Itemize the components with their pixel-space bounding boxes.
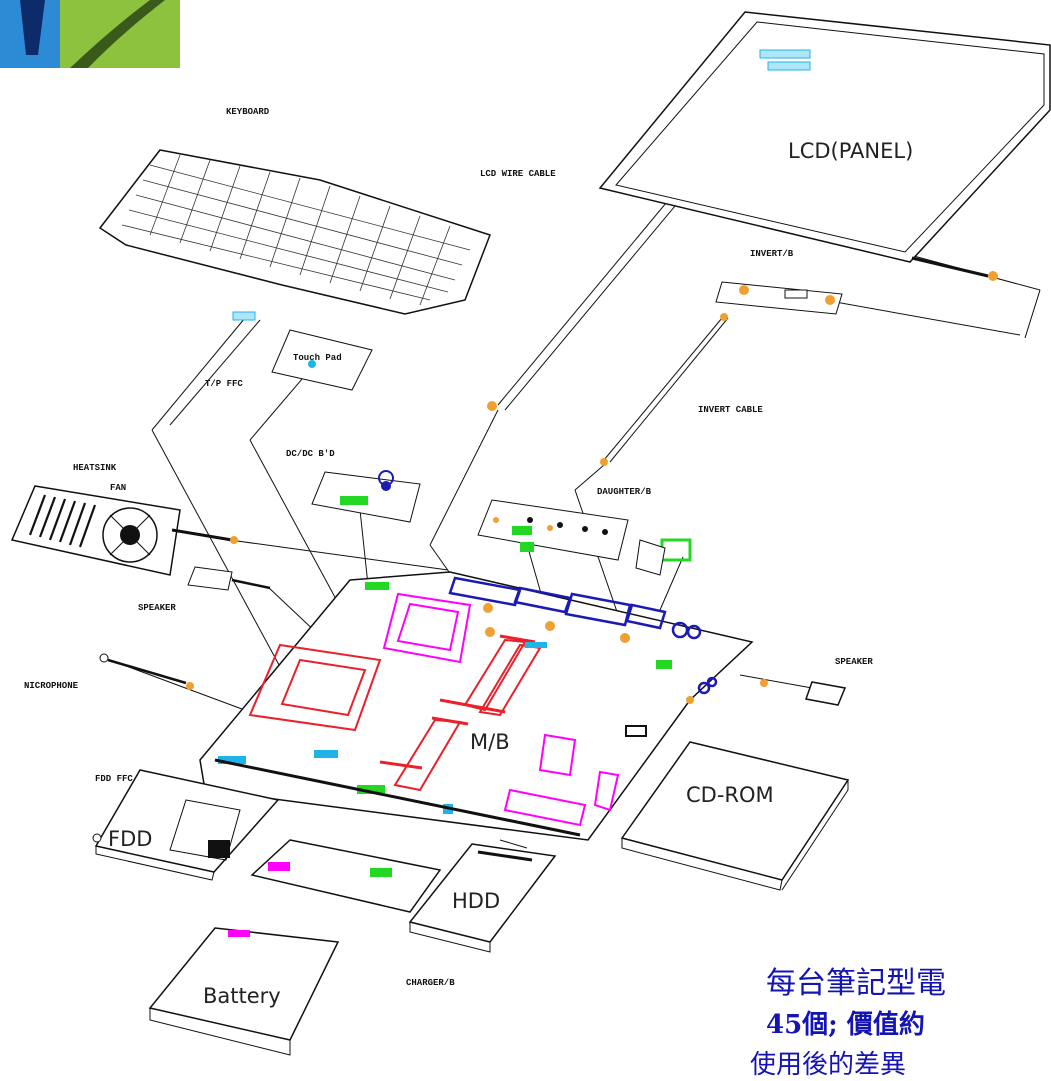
label-dcdc-board: DC/DC B'D (286, 449, 335, 459)
fdd (92, 769, 280, 881)
invert-board (715, 281, 843, 321)
heatsink-fan (10, 485, 238, 576)
label-hdd: HDD (452, 889, 500, 913)
charger-board (250, 839, 442, 913)
daughter-board (477, 499, 629, 561)
touch-pad (271, 329, 373, 391)
speaker-right (805, 681, 847, 706)
label-battery: Battery (203, 984, 281, 1008)
label-charger-board: CHARGER/B (406, 978, 455, 988)
label-tp-ffc: T/P FFC (205, 379, 243, 389)
label-cd-rom: CD-ROM (686, 783, 774, 807)
label-microphone: NICROPHONE (24, 681, 79, 691)
label-mainboard: M/B (470, 730, 510, 754)
corner-logo (0, 0, 180, 68)
label-daughter-board: DAUGHTER/B (597, 487, 652, 497)
caption-line-3: 使用後的差異 (750, 1050, 907, 1080)
battery (148, 927, 340, 1056)
labels: KEYBOARD LCD WIRE CABLE LCD(PANEL) INVER… (24, 107, 913, 1008)
label-invert-cable: INVERT CABLE (698, 405, 763, 415)
mainboard (199, 401, 768, 841)
caption-line-2: 45個; 價值約 (766, 1010, 925, 1040)
hdd (408, 843, 557, 953)
dcdc-board (311, 470, 421, 523)
label-invert-b: INVERT/B (750, 249, 794, 259)
label-fdd: FDD (108, 827, 152, 851)
caption-line-1: 每台筆記型電 (766, 966, 946, 1001)
label-lcd-panel: LCD(PANEL) (788, 139, 913, 163)
cd-rom (620, 741, 850, 891)
label-fan: FAN (110, 483, 126, 493)
label-fdd-ffc: FDD FFC (95, 774, 133, 784)
speaker-left (187, 566, 322, 641)
label-touch-pad: Touch Pad (293, 353, 342, 363)
label-speaker-right: SPEAKER (835, 657, 873, 667)
keyboard (98, 149, 491, 321)
label-speaker-left: SPEAKER (138, 603, 176, 613)
lcd-panel (598, 11, 1051, 281)
label-heatsink: HEATSINK (73, 463, 117, 473)
label-keyboard: KEYBOARD (226, 107, 270, 117)
label-lcd-wire-cable: LCD WIRE CABLE (480, 169, 556, 179)
